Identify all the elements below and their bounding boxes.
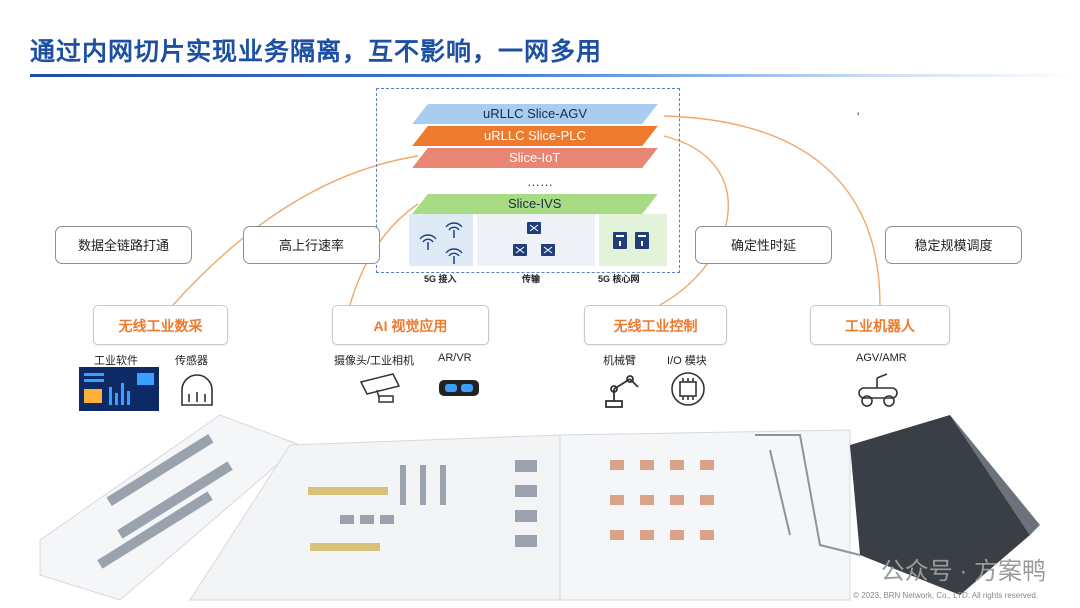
- label-robot-arm: 机械臂: [603, 355, 636, 367]
- label-sensor: 传感器: [175, 355, 208, 367]
- slice-iot: Slice-IoT: [412, 148, 658, 168]
- label-arvr: AR/VR: [438, 352, 472, 364]
- camera-icon: [359, 373, 401, 403]
- stray-mark: ': [857, 110, 860, 124]
- antenna-icon: [419, 222, 463, 264]
- label-5g-access: 5G 接入: [424, 274, 457, 284]
- server-icon: [613, 232, 649, 249]
- connector-agv-to-robot: [663, 115, 881, 306]
- connector-iot-to-data: [172, 155, 419, 306]
- watermark-text: 公众号 · 方案鸭: [880, 558, 1046, 585]
- bubble-high-uplink: 高上行速率: [243, 226, 380, 264]
- label-5g-core: 5G 核心网: [598, 274, 640, 284]
- access-segment: [409, 214, 473, 266]
- category-ai-vision: AI 视觉应用: [332, 305, 489, 345]
- slice-agv: uRLLC Slice-AGV: [412, 104, 658, 124]
- label-industrial-software: 工业软件: [94, 355, 138, 367]
- core-segment: [599, 214, 667, 266]
- robot-arm-icon: [605, 375, 639, 408]
- title-underline: [30, 74, 1080, 77]
- agv-robot-icon: [858, 373, 898, 407]
- transport-segment: [477, 214, 595, 266]
- label-transport: 传输: [522, 274, 541, 284]
- slice-ivs: Slice-IVS: [412, 194, 658, 214]
- label-io-module: I/O 模块: [667, 355, 707, 367]
- copyright-text: © 2023, BRN Network, Co., LTD. All right…: [853, 591, 1038, 600]
- chip-module-icon: [671, 372, 705, 406]
- slice-plc: uRLLC Slice-PLC: [412, 126, 658, 146]
- bubble-stable-scheduling: 稳定规模调度: [885, 226, 1022, 264]
- label-camera: 摄像头/工业相机: [334, 355, 415, 367]
- dashboard-screen-icon: [79, 367, 159, 411]
- category-industrial-robot: 工业机器人: [810, 305, 950, 345]
- slice-ellipsis: ……: [527, 174, 553, 189]
- switch-icon: [513, 222, 555, 256]
- factory-floor-illustration: [39, 414, 1040, 601]
- gauge-sensor-icon: [181, 374, 213, 406]
- label-agv: AGV/AMR: [856, 352, 907, 364]
- page-title: 通过内网切片实现业务隔离，互不影响，一网多用: [30, 38, 603, 66]
- arvr-goggles-icon: [439, 380, 479, 396]
- bubble-deterministic-latency: 确定性时延: [695, 226, 832, 264]
- category-wireless-data: 无线工业数采: [93, 305, 228, 345]
- network-panel: [409, 214, 667, 266]
- category-wireless-control: 无线工业控制: [584, 305, 727, 345]
- connector-plc-to-control: [659, 135, 729, 306]
- bubble-data-link: 数据全链路打通: [55, 226, 192, 264]
- slice-stack-frame: [376, 88, 680, 273]
